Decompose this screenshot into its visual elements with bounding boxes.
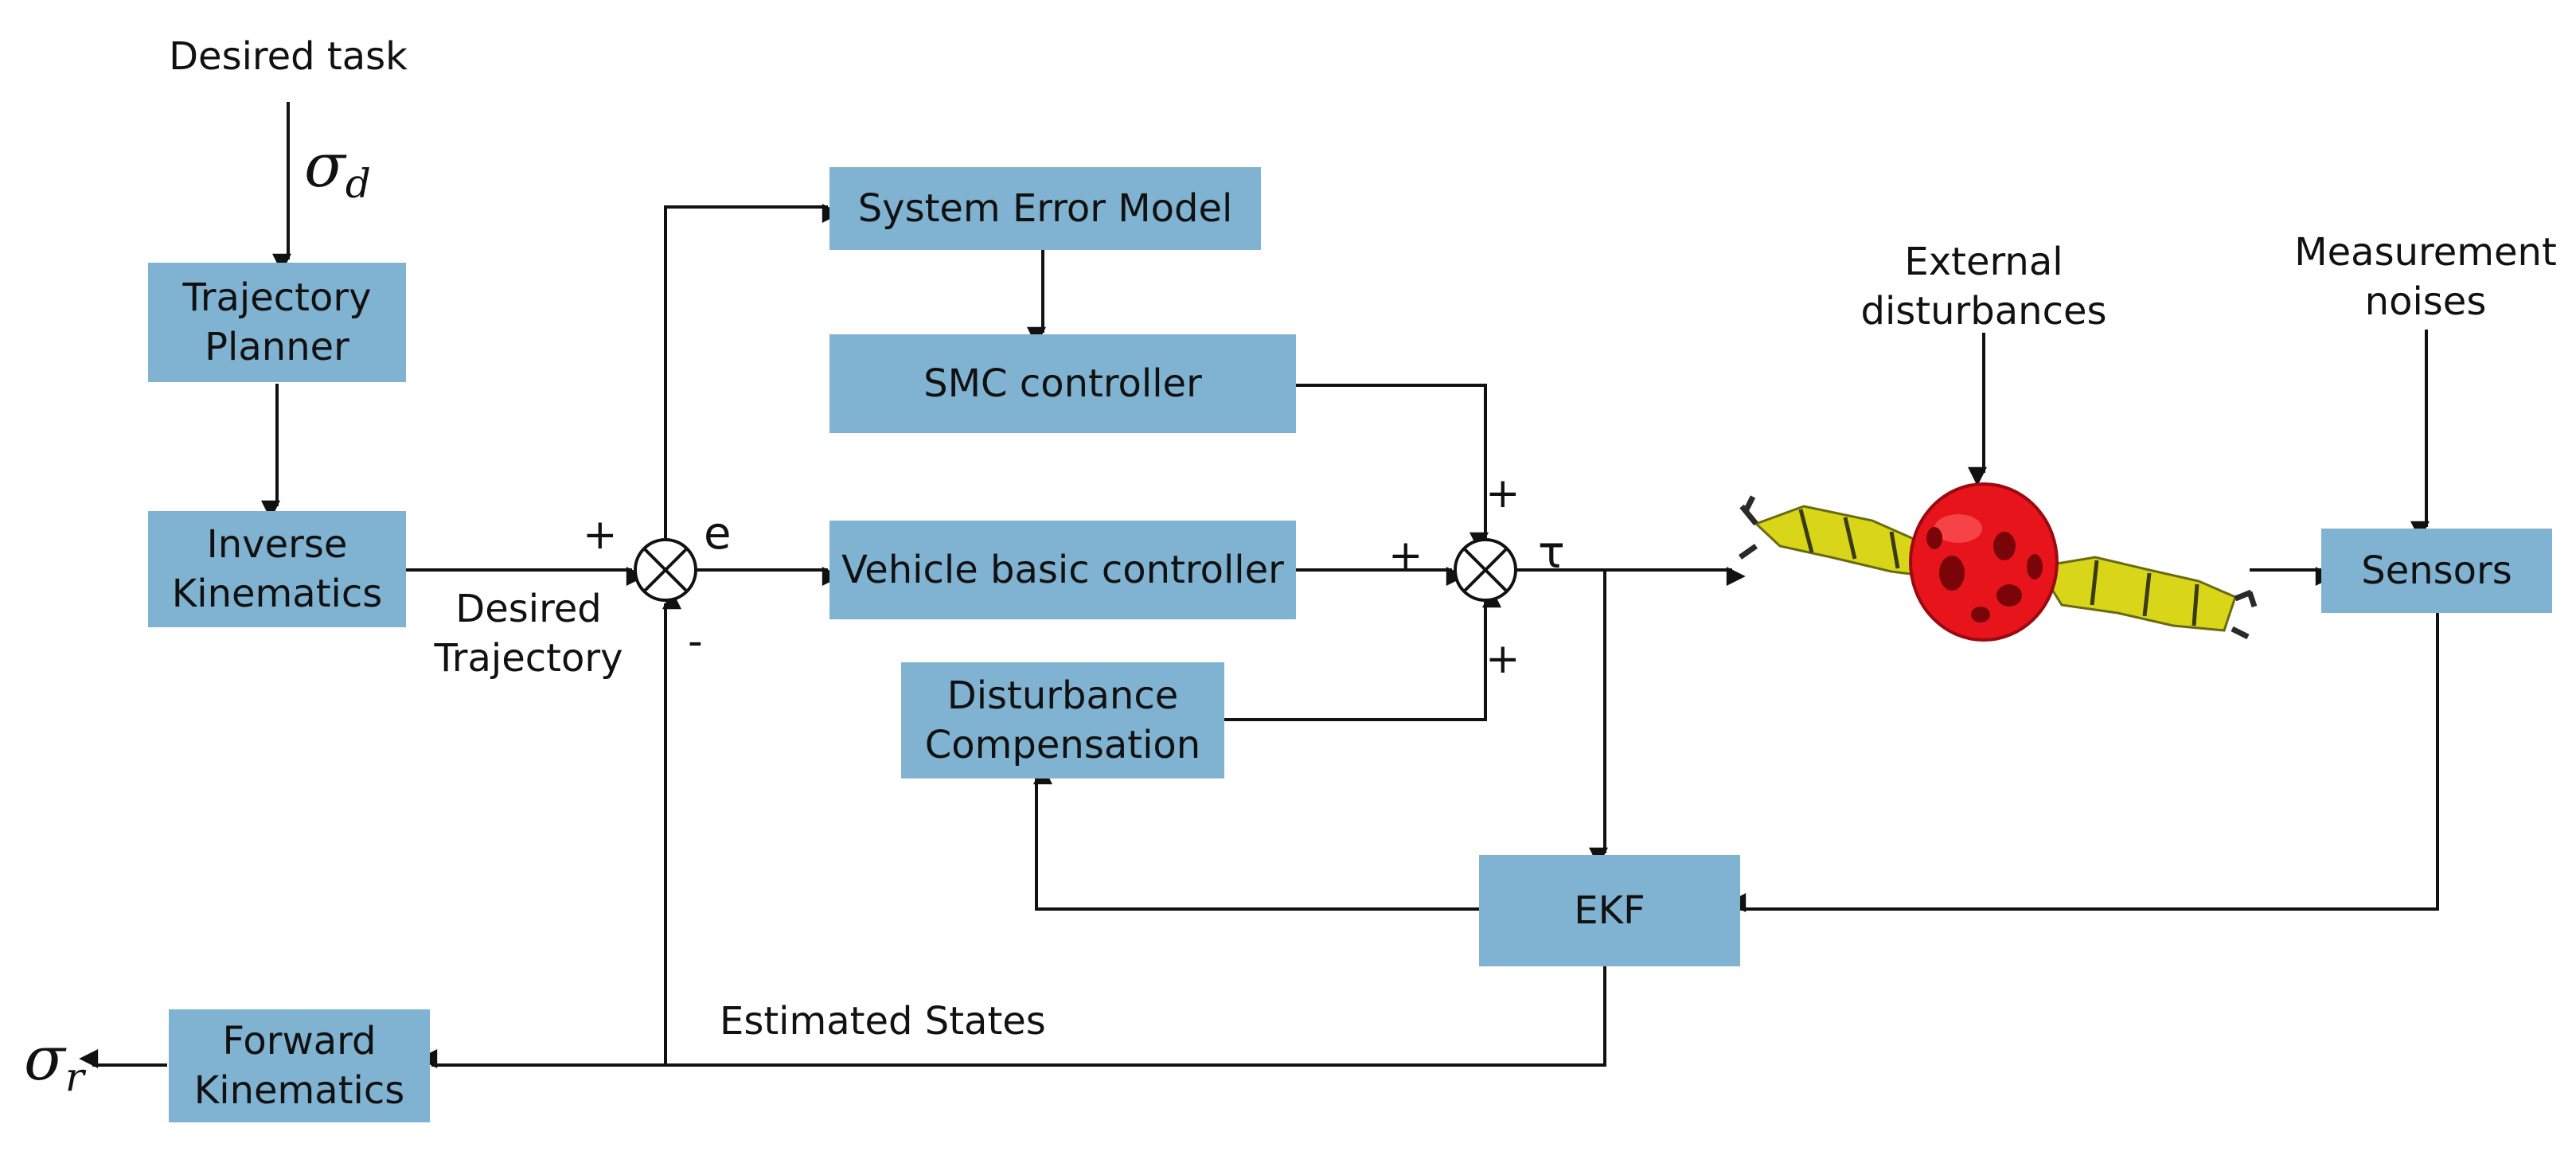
sensors-block: Sensors (2321, 529, 2552, 613)
system-error-model-block: System Error Model (829, 167, 1261, 250)
wire-ekf-to-compensation (1033, 765, 1479, 911)
summing-junction-torque (1454, 538, 1517, 602)
smc-controller-block: SMC controller (829, 334, 1296, 433)
sum1-plus-sign: + (583, 511, 618, 559)
wire-ekf-to-forward-kinematics (418, 966, 1606, 1068)
ekf-block: EKF (1479, 855, 1740, 966)
error-signal-label: e (704, 508, 732, 560)
wire-smc-to-sum2 (1294, 384, 1489, 552)
sigma-r-symbol: σr (24, 1023, 84, 1101)
tau-signal-label: τ (1538, 527, 1565, 579)
sigma-d-symbol: σd (304, 130, 371, 208)
sum2-top-plus-sign: + (1485, 470, 1520, 517)
vehicle-robot-image (1738, 482, 2258, 642)
summing-junction-error (634, 538, 697, 602)
wire-compensation-to-sum2 (1223, 588, 1501, 721)
sum1-minus-sign: - (688, 618, 703, 665)
wire-sensors-to-ekf (1727, 613, 2439, 912)
estimated-states-label: Estimated States (720, 999, 1046, 1044)
vehicle-basic-controller-block: Vehicle basic controller (829, 521, 1296, 619)
desired-task-label: Desired task (169, 34, 408, 79)
sum2-bottom-plus-sign: + (1485, 635, 1520, 683)
spherical-hull (1909, 482, 2059, 642)
sum2-left-plus-sign: + (1388, 532, 1423, 580)
right-arm (2035, 556, 2258, 640)
wire-sum1-to-error-model (664, 204, 841, 538)
